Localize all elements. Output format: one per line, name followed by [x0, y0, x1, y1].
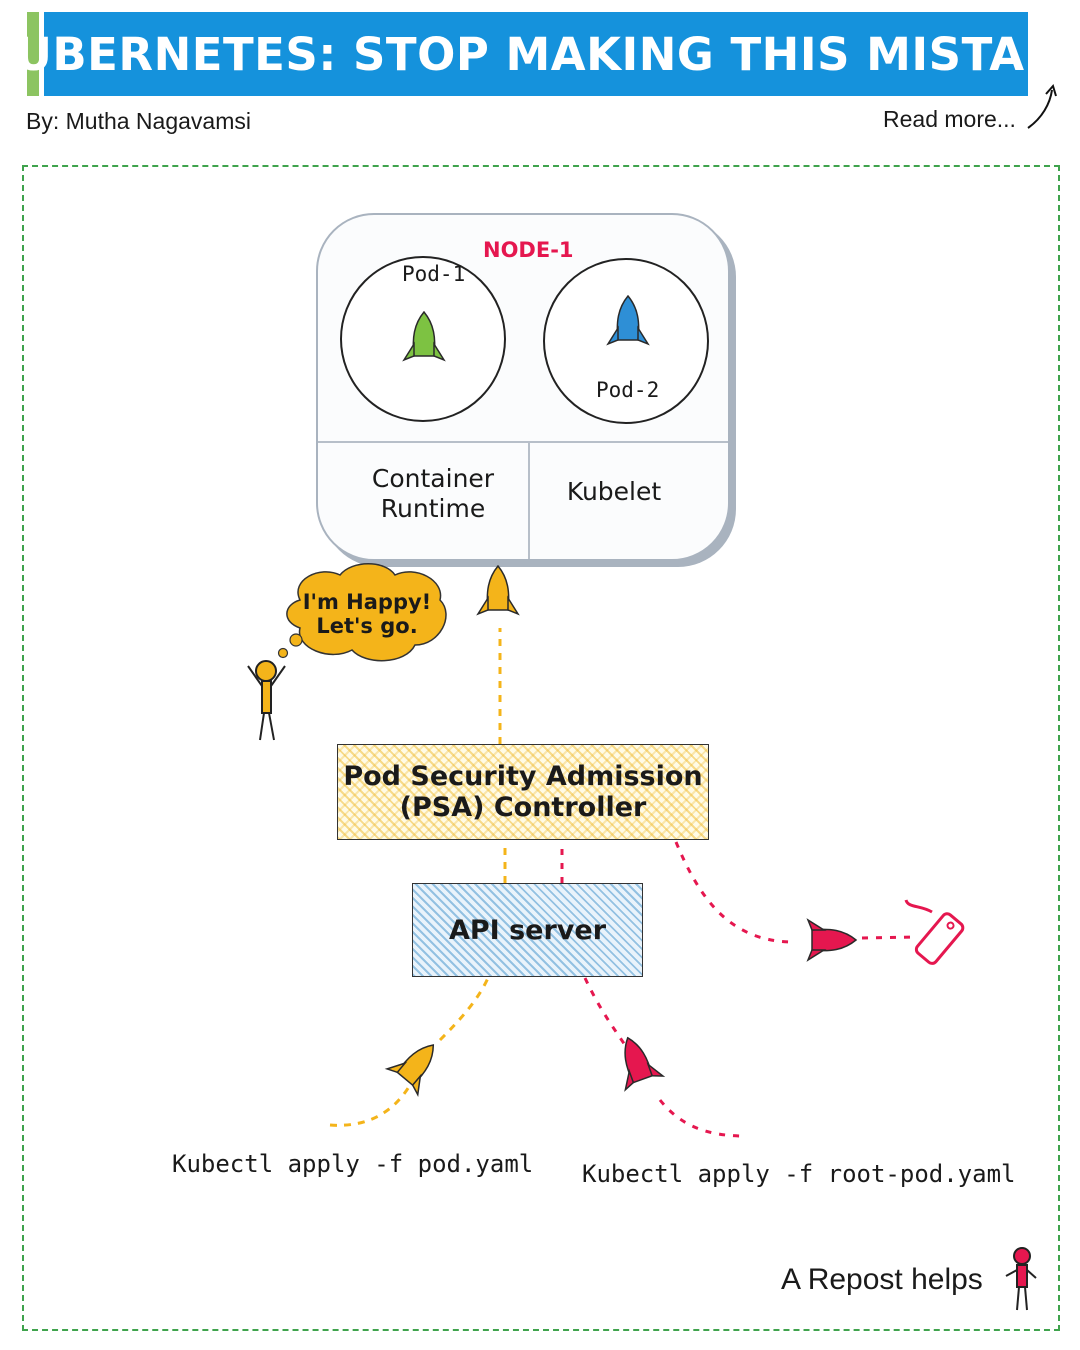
- node-title: NODE-1: [483, 238, 574, 262]
- denied-flow-line: [583, 977, 627, 1046]
- repost-note: A Repost helps: [781, 1263, 983, 1296]
- title-accent-bar: [27, 12, 39, 96]
- rejected-rocket-icon: [807, 919, 857, 961]
- allowed-rocket-icon: [386, 1031, 450, 1096]
- thought-text: I'm Happy! Let's go.: [302, 590, 432, 638]
- pod-1-label: Pod-1: [402, 262, 466, 286]
- read-more-link[interactable]: Read more...: [883, 106, 1016, 132]
- denied-flow-line: [658, 1099, 741, 1138]
- api-server-box: API server: [412, 883, 643, 977]
- container-runtime-label: Container Runtime: [371, 464, 495, 523]
- diagram-frame: [22, 165, 1060, 1331]
- pod-2-label: Pod-2: [596, 378, 660, 402]
- repost-person-icon: [1005, 1247, 1037, 1311]
- pod-2-rocket-icon: [607, 295, 649, 345]
- node-entry-rocket-icon: [477, 565, 519, 615]
- pod-1-rocket-icon: [403, 311, 445, 361]
- author-byline: By: Mutha Nagavamsi: [26, 108, 251, 134]
- read-more-arrow-icon: [1027, 89, 1053, 129]
- happy-person-icon: [247, 660, 286, 741]
- node-divider: [528, 441, 530, 559]
- command-pod-yaml: Kubectl apply -f pod.yaml: [172, 1150, 534, 1178]
- denied-flow-line: [861, 935, 916, 940]
- kubelet-label: Kubelet: [566, 477, 662, 506]
- psa-controller-box: Pod Security Admission (PSA) Controller: [337, 744, 709, 840]
- blocked-tag-icon: [914, 912, 965, 965]
- page-title: KUBERNETES: STOP MAKING THIS MISTAKE: [0, 12, 1080, 96]
- psa-label: Pod Security Admission: [343, 761, 703, 792]
- denied-rocket-icon: [608, 1030, 664, 1091]
- pod-2-circle: [543, 258, 709, 424]
- node-divider: [318, 441, 728, 443]
- allowed-flow-line: [329, 1084, 412, 1127]
- psa-label: (PSA) Controller: [399, 792, 647, 823]
- allowed-flow-line: [438, 977, 490, 1042]
- denied-flow-line: [674, 841, 791, 944]
- command-root-pod-yaml: Kubectl apply -f root-pod.yaml: [582, 1160, 1016, 1188]
